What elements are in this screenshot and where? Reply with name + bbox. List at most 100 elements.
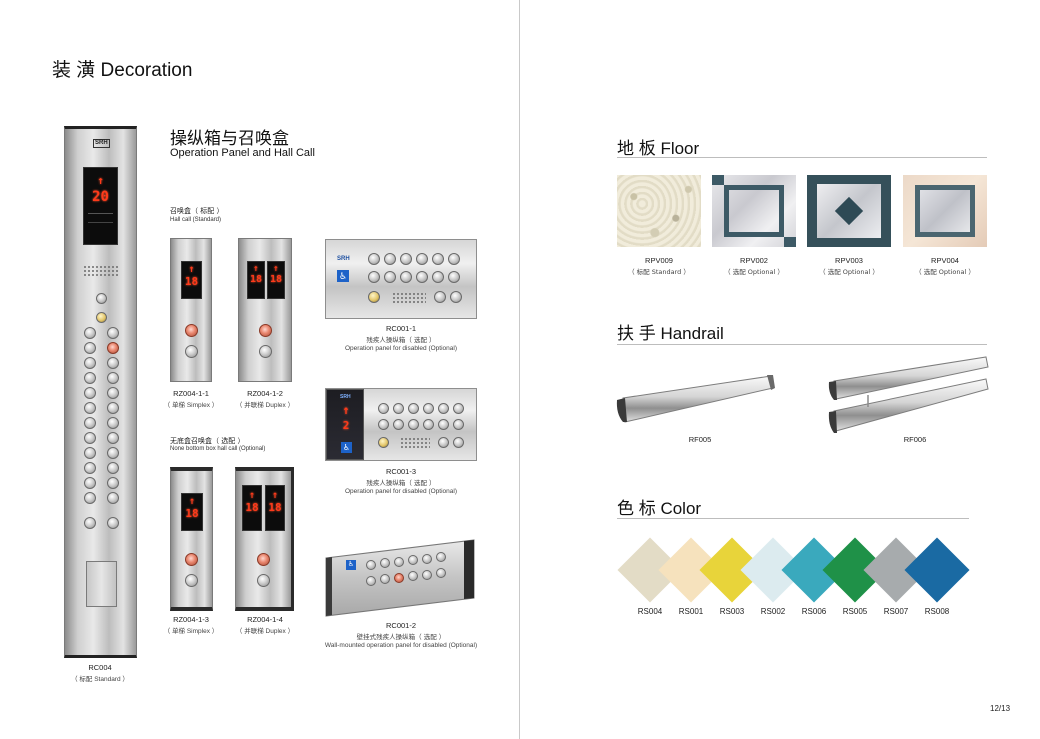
nbb-hall-call-label-cn: 无底盒召唤盒（ 选配 ）: [170, 437, 245, 445]
door-open-button: [434, 291, 446, 303]
floor-section-rule: [617, 157, 987, 158]
page-title: 装 潢 Decoration: [52, 60, 193, 81]
floor-tile-rpv003: [807, 175, 891, 247]
braille-button: [422, 554, 432, 564]
color-swatch-label: RS006: [801, 607, 827, 616]
braille-button: [380, 574, 390, 584]
floor-button: [107, 492, 119, 504]
down-call-button: [257, 574, 270, 587]
braille-button: [453, 419, 464, 430]
floor-indicator: 2: [342, 419, 350, 432]
floor-tile-caption: RPV003 （ 选配 Optional ）: [807, 256, 891, 276]
hall-call-sub: （ 并联梯 Duplex ）: [235, 628, 295, 635]
floor-tile-caption: RPV009 （ 标配 Standard ）: [617, 256, 701, 276]
call-button: [368, 291, 380, 303]
braille-button: [400, 253, 412, 265]
hall-call-caption: RZ004-1-4 （ 并联梯 Duplex ）: [232, 615, 298, 635]
floor-indicator: 18: [249, 274, 263, 285]
color-swatch-label: RS005: [842, 607, 868, 616]
color-swatch-label: RS008: [924, 607, 950, 616]
braille-button: [436, 552, 446, 562]
down-call-button: [185, 574, 198, 587]
hall-call-code: RZ004-1-4: [247, 615, 283, 624]
color-swatch-label: RS001: [678, 607, 704, 616]
disabled-panel-en: Operation panel for disabled (Optional): [344, 345, 457, 352]
hall-call-sub: （ 单梯 Simplex ）: [163, 628, 219, 635]
up-call-button: [185, 553, 198, 566]
disabled-panel-caption: RC001-2 壁挂式残疾人操纵箱（ 选配 ） Wall-mounted ope…: [321, 621, 481, 649]
braille-button: [393, 419, 404, 430]
floor-indicator: 18: [245, 501, 259, 514]
page-number: 12/13: [990, 704, 1011, 713]
floor-button: [84, 447, 96, 459]
panel-display: ↑ 20: [83, 167, 118, 245]
floor-button: [107, 447, 119, 459]
handrail-caption: RF005: [680, 435, 720, 444]
wheelchair-icon: ♿: [337, 270, 349, 282]
hall-call-code: RZ004-1-3: [173, 615, 209, 624]
panel-brand-logo: SRH: [93, 139, 110, 148]
hall-call-sub: （ 单梯 Simplex ）: [163, 402, 219, 409]
up-arrow-icon: ↑: [248, 490, 256, 501]
hall-call-display: ↑ 18: [181, 261, 202, 299]
floor-tile-sub: （ 选配 Optional ）: [915, 268, 975, 276]
braille-button: [366, 560, 376, 570]
braille-button: [368, 253, 380, 265]
braille-button: [453, 403, 464, 414]
car-operating-panel-image: SRH ↑ 20: [64, 126, 137, 658]
alarm-button: [96, 293, 107, 304]
handrail-code: RF006: [903, 435, 927, 444]
disabled-panel-caption: RC001-1 残疾人操纵箱（ 选配 ） Operation panel for…: [331, 324, 471, 352]
up-call-button: [185, 324, 198, 337]
color-swatch-label: RS003: [719, 607, 745, 616]
handrail-caption: RF006: [895, 435, 935, 444]
tile-border-pattern: [915, 185, 975, 237]
call-button: [378, 437, 389, 448]
down-call-button: [259, 345, 272, 358]
hall-call-sub: （ 并联梯 Duplex ）: [235, 402, 295, 409]
floor-button: [84, 477, 96, 489]
floor-tile-rpv004: [903, 175, 987, 247]
floor-tile-code: RPV002: [740, 256, 768, 265]
floor-tile-code: RPV003: [835, 256, 863, 265]
braille-button-lit: [394, 573, 404, 583]
floor-indicator: 18: [269, 274, 283, 285]
braille-button: [438, 403, 449, 414]
door-open-button: [438, 437, 449, 448]
nbb-hall-call-simplex-image: ↑ 18: [170, 467, 213, 611]
braille-button: [380, 558, 390, 568]
up-arrow-icon: ↑: [253, 264, 259, 274]
color-swatch-label: RS002: [760, 607, 786, 616]
disabled-panel-code: RC001-3: [385, 467, 416, 476]
floor-button: [84, 402, 96, 414]
disabled-panel-rc001-1-image: SRH ♿: [325, 239, 477, 319]
floor-indicator: 18: [184, 275, 199, 288]
floor-button: [107, 462, 119, 474]
floor-tile-caption: RPV002 （ 选配 Optional ）: [712, 256, 796, 276]
call-button: [96, 312, 107, 323]
floor-button: [107, 327, 119, 339]
page-fold-divider: [519, 0, 520, 739]
disabled-panel-en: Operation panel for disabled (Optional): [344, 488, 457, 495]
braille-button: [432, 271, 444, 283]
floor-button: [107, 402, 119, 414]
door-close-button: [450, 291, 462, 303]
floor-button: [107, 417, 119, 429]
braille-button: [384, 253, 396, 265]
disabled-panel-code: RC001-1: [385, 324, 416, 333]
floor-indicator: 18: [268, 501, 282, 514]
nbb-hall-call-label-en: None bottom box hall call (Optional): [170, 446, 266, 452]
braille-button: [448, 271, 460, 283]
braille-button: [400, 271, 412, 283]
wheelchair-icon: ♿: [341, 442, 352, 453]
color-section-rule: [617, 518, 969, 519]
braille-button: [394, 557, 404, 567]
floor-button: [84, 357, 96, 369]
service-cabinet-door: [86, 561, 117, 607]
braille-button: [436, 568, 446, 578]
braille-button: [378, 419, 389, 430]
floor-button: [84, 327, 96, 339]
hall-call-code: RZ004-1-2: [247, 389, 283, 398]
hall-call-display: ↑ 18: [181, 493, 203, 531]
disabled-panel-en: Wall-mounted operation panel for disable…: [324, 642, 478, 649]
